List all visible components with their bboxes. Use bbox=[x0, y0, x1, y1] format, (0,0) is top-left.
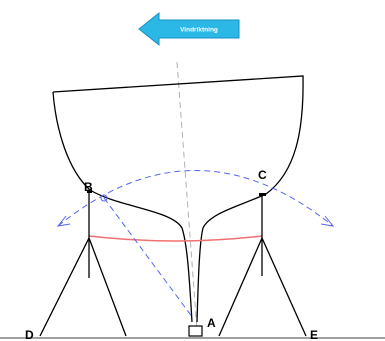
radius-line-b-a bbox=[103, 197, 194, 319]
label-point-e: E bbox=[310, 328, 318, 341]
label-point-a: A bbox=[207, 316, 216, 330]
swing-arc bbox=[57, 170, 334, 227]
label-point-b: B bbox=[84, 180, 93, 194]
wind-direction-arrow: Vindriktning bbox=[138, 11, 240, 47]
swing-arc-right-arrowhead bbox=[320, 215, 335, 227]
label-point-d: D bbox=[25, 328, 34, 341]
center-line bbox=[176, 61, 198, 331]
wind-arrow-label: Vindriktning bbox=[180, 27, 218, 34]
waterline bbox=[88, 235, 263, 242]
left-support-stand bbox=[39, 190, 127, 337]
label-point-c: C bbox=[258, 168, 267, 182]
swing-arc-left-arrowhead bbox=[56, 215, 71, 227]
keel-block bbox=[188, 325, 203, 337]
wind-arrow-shape bbox=[138, 11, 240, 47]
boat-hull bbox=[52, 75, 304, 323]
point-b-marker bbox=[100, 194, 108, 202]
right-support-stand bbox=[218, 193, 307, 337]
